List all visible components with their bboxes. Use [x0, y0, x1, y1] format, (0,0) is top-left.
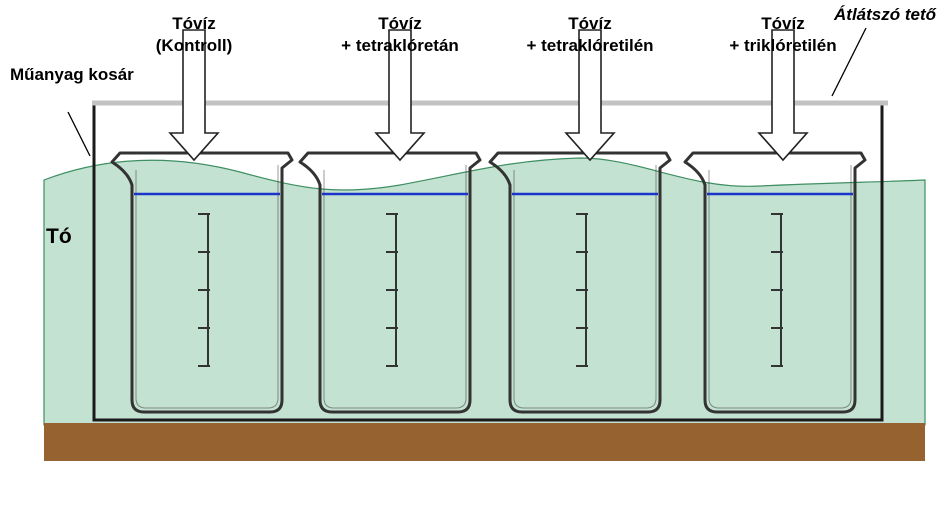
pond-bottom-soil	[44, 423, 925, 461]
beaker-2-label-line1: Tóvíz	[378, 14, 421, 33]
down-arrow-icon	[374, 29, 426, 162]
beaker-outline	[488, 151, 672, 414]
beaker-label-group: Tóvíz (Kontroll) Tóvíz + tetraklóretán Tóvíz…	[156, 14, 837, 55]
beaker-1	[110, 151, 294, 414]
down-arrow-icon	[564, 29, 616, 162]
basket-label: Műanyag kosár	[10, 65, 134, 84]
beaker-outline	[110, 151, 294, 414]
beaker-4	[683, 151, 867, 414]
beaker-4-label-line2: + triklóretilén	[729, 36, 836, 55]
beaker-3-label-line1: Tóvíz	[568, 14, 611, 33]
beaker-3	[488, 151, 672, 414]
lid-label: Átlátszó tető	[833, 5, 937, 24]
beaker-inner-wall	[323, 165, 467, 409]
pond-label: Tó	[46, 225, 72, 248]
beaker-2	[298, 151, 482, 414]
beaker-3-label-line2: + tetraklóretilén	[526, 36, 653, 55]
beaker-inner-wall	[708, 165, 852, 409]
beaker-outline	[683, 151, 867, 414]
basket-pointer-line	[67, 111, 91, 157]
down-arrow-icon	[168, 29, 220, 162]
down-arrow-icon	[757, 29, 809, 162]
beaker-group	[110, 151, 867, 414]
beaker-1-label-line1: Tóvíz	[172, 14, 215, 33]
beaker-inner-wall	[135, 165, 279, 409]
beaker-4-label-line1: Tóvíz	[761, 14, 804, 33]
beaker-1-label-line2: (Kontroll)	[156, 36, 232, 55]
arrow-group	[168, 29, 809, 162]
beaker-outline	[298, 151, 482, 414]
plastic-basket	[92, 104, 884, 422]
beaker-inner-wall	[513, 165, 657, 409]
beaker-2-label-line2: + tetraklóretán	[341, 36, 459, 55]
lid-pointer-line	[831, 27, 867, 97]
pond-water	[43, 157, 926, 426]
